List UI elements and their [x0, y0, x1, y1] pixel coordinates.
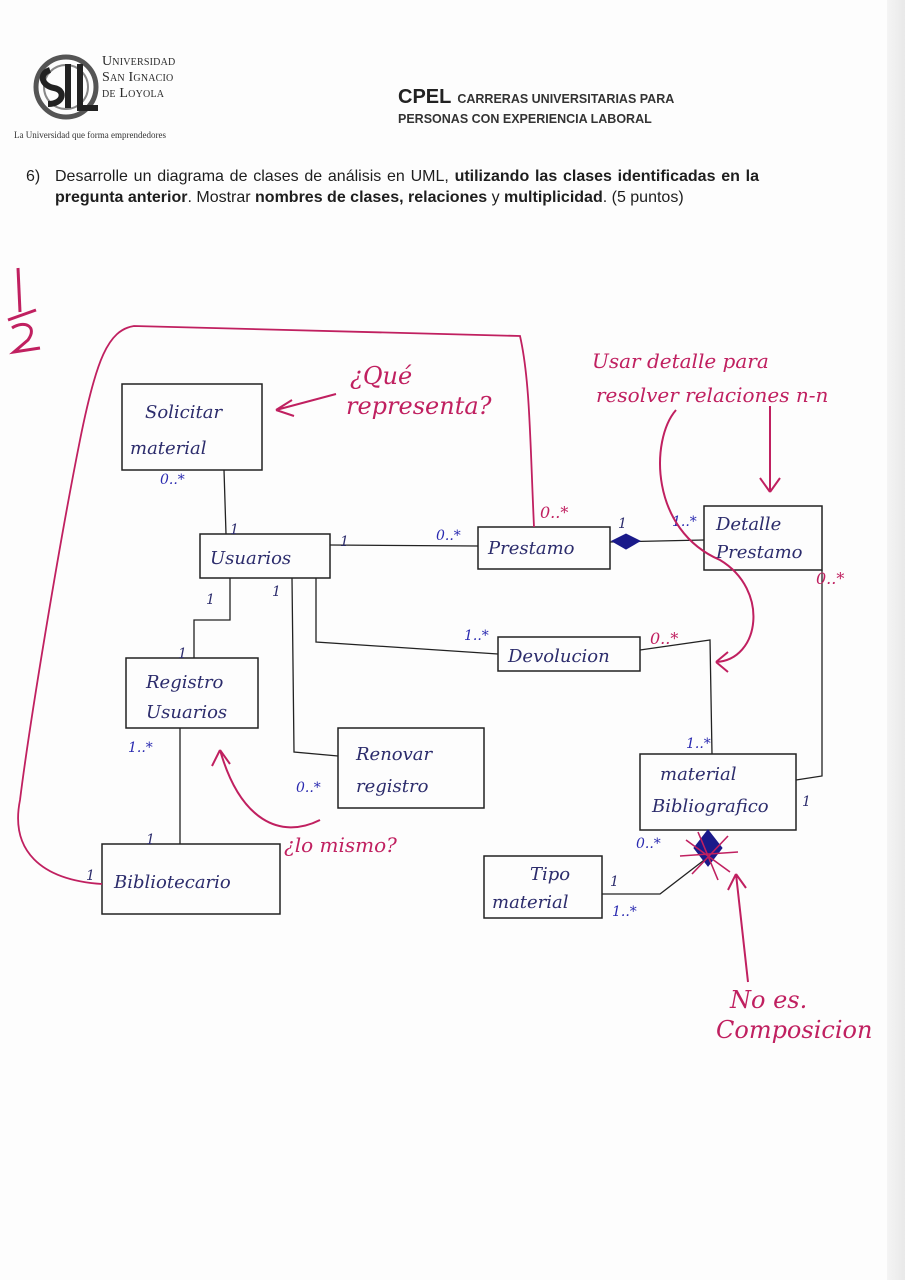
university-name: Universidad San Ignacio de Loyola — [102, 54, 175, 102]
svg-text:Usuarios: Usuarios — [210, 548, 291, 569]
program-line-2: PERSONAS CON EXPERIENCIA LABORAL — [398, 112, 652, 126]
svg-text:1..*: 1..* — [464, 628, 489, 644]
svg-text:1..*: 1..* — [612, 904, 637, 920]
question-text-bold: multiplicidad — [504, 189, 603, 206]
svg-text:representa?: representa? — [346, 392, 492, 420]
question-number: 6) — [26, 168, 41, 185]
question-text-bold: utilizando las clases identificadas en l… — [55, 168, 760, 206]
class-registro-usuarios: Registro Usuarios — [125, 657, 259, 729]
university-logo: Universidad San Ignacio de Loyola — [28, 52, 208, 124]
svg-text:1: 1 — [610, 874, 619, 890]
svg-text:material: material — [492, 892, 569, 913]
svg-text:Usar detalle para: Usar detalle para — [592, 349, 769, 373]
uml-class-diagram: Solicitar material Usuarios Prestamo Det… — [7, 267, 872, 1044]
class-bibliotecario: Bibliotecario — [101, 843, 281, 915]
svg-text:Solicitar: Solicitar — [145, 402, 223, 423]
class-usuarios: Usuarios — [199, 533, 331, 579]
class-renovar-registro: Renovar registro — [337, 727, 485, 809]
svg-text:0..*: 0..* — [650, 629, 678, 648]
svg-text:0..*: 0..* — [296, 780, 321, 796]
university-name-line: San Ignacio — [102, 70, 174, 85]
svg-text:resolver relaciones n-n: resolver relaciones n-n — [596, 383, 828, 407]
class-material-bibliografico: material Bibliografico — [639, 753, 797, 831]
svg-text:Devolucion: Devolucion — [507, 646, 610, 667]
svg-text:1: 1 — [618, 516, 627, 532]
program-header: CPEL CARRERAS UNIVERSITARIAS PARA PERSONA… — [398, 86, 838, 126]
svg-text:registro: registro — [356, 776, 429, 797]
usil-logo-mark-icon — [33, 54, 99, 120]
svg-text:Tipo: Tipo — [530, 864, 570, 885]
question-text-part: y — [487, 189, 505, 206]
svg-text:0..*: 0..* — [540, 503, 568, 522]
class-tipo-material: Tipo material — [483, 855, 603, 919]
svg-text:Registro: Registro — [145, 672, 224, 693]
question-text-part: Desarrolle un diagrama de clases de anál… — [55, 168, 455, 185]
program-line-1: CARRERAS UNIVERSITARIAS PARA — [457, 92, 675, 106]
svg-text:1: 1 — [802, 794, 811, 810]
class-prestamo: Prestamo — [477, 526, 611, 570]
svg-text:Prestamo: Prestamo — [715, 542, 803, 563]
svg-text:Detalle: Detalle — [715, 514, 781, 535]
scan-edge — [887, 0, 905, 1280]
correction-annotations: ¿Qué representa? Usar detalle para resol… — [211, 349, 872, 1044]
question-text-bold: nombres de clases, relaciones — [255, 189, 488, 206]
svg-text:1: 1 — [230, 522, 239, 538]
svg-text:Usuarios: Usuarios — [146, 702, 227, 723]
university-name-line: Universidad — [102, 54, 176, 69]
svg-text:1: 1 — [206, 592, 215, 608]
svg-text:0..*: 0..* — [436, 528, 461, 544]
class-detalle-prestamo: Detalle Prestamo — [703, 505, 823, 571]
svg-text:Renovar: Renovar — [355, 744, 434, 765]
program-acronym: CPEL — [398, 86, 452, 108]
multiplicity-labels: 0..* 1 1 1 1 0..* 1 1..* 1 1..* 1..* 0..… — [86, 472, 811, 920]
svg-text:material: material — [660, 764, 737, 785]
composition-diamonds — [610, 533, 739, 881]
svg-text:Prestamo: Prestamo — [487, 538, 575, 559]
svg-text:1..*: 1..* — [128, 740, 153, 756]
grade-mark — [7, 267, 41, 355]
question-text: Desarrolle un diagrama de clases de anál… — [55, 166, 759, 208]
question-text-part: . Mostrar — [187, 189, 256, 206]
outer-association-line — [17, 325, 535, 885]
svg-text:¿Qué: ¿Qué — [350, 362, 412, 390]
class-solicitar-material: Solicitar material — [121, 383, 263, 471]
svg-text:No es.: No es. — [729, 986, 807, 1014]
svg-text:0..*: 0..* — [636, 836, 661, 852]
svg-text:Bibliotecario: Bibliotecario — [113, 872, 231, 893]
svg-text:1..*: 1..* — [686, 736, 711, 752]
svg-text:material: material — [130, 438, 207, 459]
class-devolucion: Devolucion — [497, 636, 641, 672]
university-tagline: La Universidad que forma emprendedores — [14, 130, 166, 140]
svg-text:¿lo mismo?: ¿lo mismo? — [284, 833, 397, 857]
svg-text:Composicion: Composicion — [716, 1016, 872, 1044]
university-name-line: de Loyola — [102, 86, 165, 101]
svg-text:1: 1 — [86, 868, 95, 884]
svg-text:1: 1 — [178, 646, 187, 662]
svg-text:1: 1 — [272, 584, 281, 600]
svg-text:0..*: 0..* — [816, 569, 844, 588]
svg-text:1: 1 — [340, 534, 349, 550]
svg-text:1: 1 — [146, 832, 155, 848]
svg-text:0..*: 0..* — [160, 472, 185, 488]
question-text-part: . (5 puntos) — [602, 189, 684, 206]
svg-text:Bibliografico: Bibliografico — [651, 796, 769, 817]
